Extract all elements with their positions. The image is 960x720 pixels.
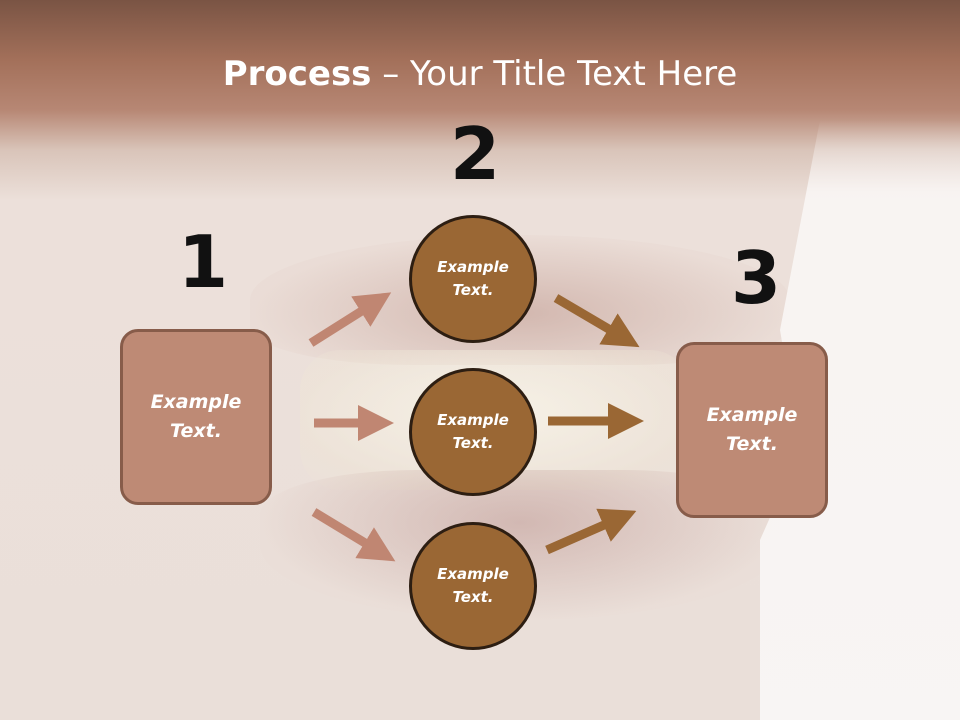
right-box-line2: Text. — [726, 433, 778, 455]
circle-middle-text: Example Text. — [423, 409, 523, 455]
circle-bottom-line1: Example — [437, 565, 509, 583]
right-box-line1: Example — [706, 404, 798, 426]
circle-top-line1: Example — [437, 258, 509, 276]
title-bold-part: Process — [222, 54, 372, 94]
step-number-2: 2 — [450, 112, 501, 196]
left-process-box[interactable]: Example Text. — [120, 329, 272, 505]
arrow-box-to-circle-top — [308, 292, 392, 347]
circle-step-bottom[interactable]: Example Text. — [409, 522, 537, 650]
title-rest-part: – Your Title Text Here — [371, 54, 738, 94]
left-box-line2: Text. — [170, 420, 222, 442]
circle-step-top[interactable]: Example Text. — [409, 215, 537, 343]
circle-middle-line1: Example — [437, 411, 509, 429]
step-number-3: 3 — [731, 236, 782, 320]
arrow-circle-bottom-to-box — [545, 508, 637, 555]
circle-bottom-line2: Text. — [452, 588, 494, 606]
arrow-circle-top-to-box — [553, 294, 640, 348]
left-box-text: Example Text. — [137, 388, 256, 446]
circle-bottom-text: Example Text. — [423, 563, 523, 609]
right-box-text: Example Text. — [693, 401, 812, 459]
circle-step-middle[interactable]: Example Text. — [409, 368, 537, 496]
step-number-1: 1 — [178, 220, 229, 304]
right-process-box[interactable]: Example Text. — [676, 342, 828, 518]
left-box-line1: Example — [150, 391, 242, 413]
slide-title[interactable]: Process – Your Title Text Here — [0, 52, 960, 96]
arrow-box-to-circle-bottom — [311, 508, 396, 562]
circle-top-line2: Text. — [452, 281, 494, 299]
circle-top-text: Example Text. — [423, 256, 523, 302]
circle-middle-line2: Text. — [452, 434, 494, 452]
